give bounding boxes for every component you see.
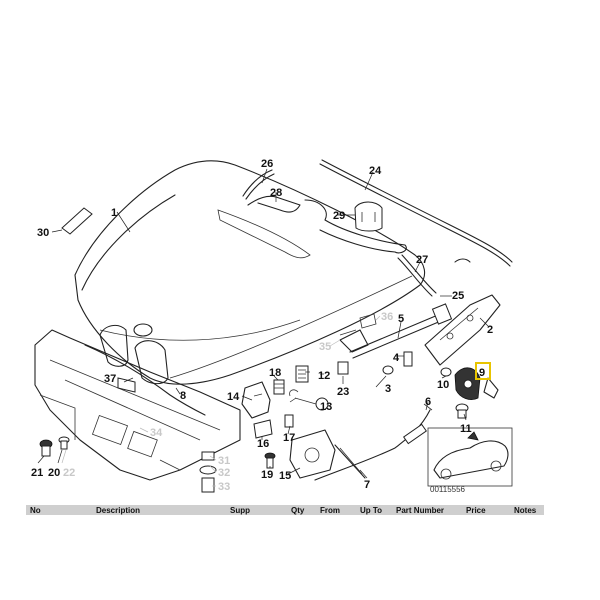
callout-26[interactable]: 26: [261, 158, 273, 170]
clip-35: [339, 329, 357, 336]
callout-8[interactable]: 8: [180, 390, 186, 402]
column-from[interactable]: From: [320, 506, 340, 515]
bowden-cable-6: [314, 403, 433, 481]
column-part-number[interactable]: Part Number: [396, 506, 445, 515]
callout-16[interactable]: 16: [257, 438, 269, 450]
part-11: [455, 403, 469, 419]
column-supp[interactable]: Supp: [230, 506, 250, 515]
column-description[interactable]: Description: [96, 506, 141, 515]
callout-31[interactable]: 31: [218, 455, 230, 467]
callout-6[interactable]: 6: [425, 396, 431, 408]
highlight-frame: [475, 362, 491, 380]
callout-1[interactable]: 1: [111, 207, 117, 219]
spring-18: [273, 379, 285, 395]
callout-30[interactable]: 30: [37, 227, 49, 239]
seal-26: [242, 169, 275, 200]
callout-25[interactable]: 25: [452, 290, 464, 302]
cable-8: [84, 344, 206, 416]
callout-27[interactable]: 27: [416, 254, 428, 266]
cable-7: [334, 444, 366, 479]
callout-24[interactable]: 24: [369, 165, 382, 177]
callout-15[interactable]: 15: [279, 470, 291, 482]
clip-29: [354, 201, 383, 232]
callout-3[interactable]: 3: [385, 383, 391, 395]
callout-21[interactable]: 21: [31, 467, 43, 479]
lock-15: [289, 429, 336, 479]
callout-29[interactable]: 29: [333, 210, 345, 222]
callout-14[interactable]: 14: [227, 391, 240, 403]
column-price[interactable]: Price: [466, 506, 486, 515]
seal-strip-24: [319, 159, 513, 267]
vehicle-inset: [427, 427, 513, 487]
part-16: [253, 419, 273, 439]
callout-numbers: 1 2 3 4 5 6 7 8 9 10 11 12 13 14 15 16 1…: [31, 158, 493, 493]
callout-32[interactable]: 32: [218, 467, 230, 479]
bolt-21: [39, 439, 53, 457]
part-10: [440, 367, 452, 377]
hinge-part-9: [454, 367, 499, 400]
hinge-2: [424, 294, 501, 366]
column-no[interactable]: No: [30, 506, 41, 515]
callout-9[interactable]: 9: [479, 367, 485, 379]
callout-33[interactable]: 33: [218, 481, 230, 493]
parts-table-header: No Description Supp Qty From Up To Part …: [26, 505, 544, 515]
callout-2[interactable]: 2: [487, 324, 493, 336]
callout-23[interactable]: 23: [337, 386, 349, 398]
callout-10[interactable]: 10: [437, 379, 449, 391]
seal-27: [397, 254, 471, 297]
part-17: [284, 414, 294, 428]
callout-12[interactable]: 12: [318, 370, 330, 382]
callout-18[interactable]: 18: [269, 367, 281, 379]
callout-22[interactable]: 22: [63, 467, 75, 479]
callout-5[interactable]: 5: [398, 313, 404, 325]
hood-part: [74, 160, 426, 385]
leader-lines: [37, 168, 489, 487]
buffer-23: [337, 361, 349, 375]
part-30: [61, 207, 93, 235]
bolt-19: [264, 452, 276, 469]
lock-bracket-14: [241, 381, 271, 419]
callout-36[interactable]: 36: [381, 311, 393, 323]
column-qty[interactable]: Qty: [291, 506, 305, 515]
callout-13[interactable]: 13: [320, 401, 332, 413]
part-4: [403, 351, 413, 367]
part-13: [289, 389, 329, 411]
column-up-to[interactable]: Up To: [360, 506, 383, 515]
callout-35[interactable]: 35: [319, 341, 331, 353]
seal-28: [247, 195, 407, 254]
kidney-grille: [99, 323, 169, 385]
bolt-20: [58, 436, 70, 450]
callout-19[interactable]: 19: [261, 469, 273, 481]
callout-17[interactable]: 17: [283, 432, 295, 444]
callout-11[interactable]: 11: [460, 423, 472, 435]
column-notes[interactable]: Notes: [514, 506, 537, 515]
bracket-37: [117, 377, 136, 393]
callout-20[interactable]: 20: [48, 467, 60, 479]
callout-37[interactable]: 37: [104, 373, 116, 385]
part-36: [359, 313, 377, 329]
reference-code: 00115556: [430, 485, 466, 494]
part-3: [382, 365, 394, 375]
callout-34[interactable]: 34: [150, 427, 163, 439]
striker-12: [295, 365, 309, 383]
gas-strut-5: [339, 303, 453, 359]
callout-7[interactable]: 7: [364, 479, 370, 491]
callout-4[interactable]: 4: [393, 352, 400, 364]
callout-28[interactable]: 28: [270, 187, 282, 199]
front-panel: [34, 329, 241, 481]
